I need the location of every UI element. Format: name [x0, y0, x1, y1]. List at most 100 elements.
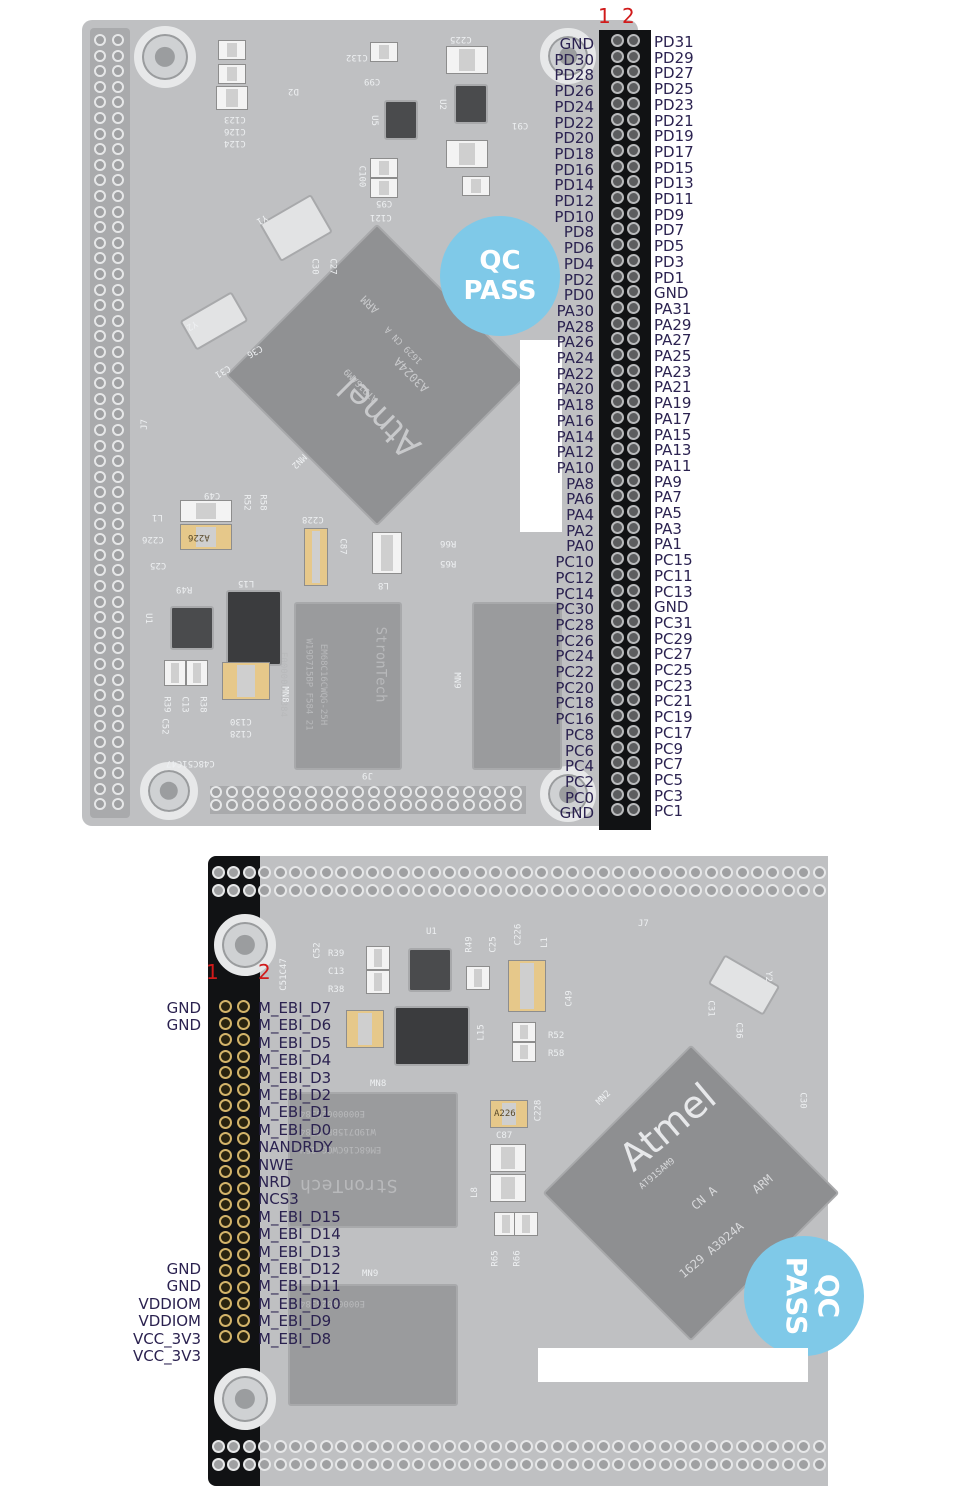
edge-pad: [227, 1440, 241, 1453]
edge-pad: [112, 580, 124, 592]
header-pin: [611, 143, 624, 157]
edge-pad: [766, 1440, 780, 1453]
header-pin: [237, 1247, 250, 1261]
edge-pad: [289, 884, 302, 897]
header-pin: [611, 222, 624, 236]
pin-label: PD22: [554, 113, 594, 132]
top-silk-u1: U1: [142, 613, 153, 624]
header-pin: [611, 316, 624, 330]
pin-label: PD13: [654, 174, 694, 193]
header-pin: [627, 709, 640, 723]
pin-label: M_EBI_D1: [258, 1103, 332, 1122]
edge-pad: [597, 1458, 610, 1471]
pin-label: PA4: [566, 506, 594, 524]
top-silk-c48: C48C51C47: [166, 758, 215, 768]
header-pin: [627, 442, 640, 456]
edge-pad: [112, 96, 124, 109]
pin-label: GND: [166, 999, 201, 1017]
pin-label: PA6: [566, 490, 594, 509]
edge-pad: [689, 866, 703, 879]
edge-pad: [415, 799, 428, 811]
edge-pad: [581, 1458, 595, 1471]
header-pin: [627, 112, 640, 126]
edge-pad: [812, 884, 826, 897]
bottom-silk-a226: A226: [494, 1109, 516, 1119]
edge-pad: [273, 1440, 287, 1453]
header-pin: [611, 724, 624, 738]
edge-pad: [396, 866, 410, 879]
pin-label: PC11: [654, 566, 693, 585]
pin-label: PD2: [563, 270, 594, 289]
header-pin: [627, 505, 640, 518]
header-pin: [219, 1198, 232, 1211]
top-j9-pads: [210, 786, 526, 814]
edge-pad: [210, 799, 222, 811]
edge-pad: [396, 1440, 410, 1453]
edge-pad: [412, 866, 426, 879]
header-pin: [219, 1231, 232, 1244]
pin-label: NCS3: [258, 1190, 299, 1209]
bottom-silk-r58: R58: [548, 1049, 565, 1059]
header-pin: [611, 740, 624, 754]
header-pin: [237, 1165, 250, 1178]
header-pin: [627, 410, 640, 424]
edge-pad: [443, 884, 456, 897]
edge-pad: [112, 268, 124, 280]
pin-label: M_EBI_D15: [258, 1207, 341, 1226]
edge-pad: [94, 143, 106, 156]
edge-pad: [112, 314, 124, 327]
edge-pad: [94, 455, 106, 468]
header-pin: [219, 1330, 232, 1343]
pin-label: M_EBI_D11: [258, 1277, 341, 1296]
pin-label: PD18: [554, 144, 594, 163]
top-silk-c132: C132: [346, 52, 368, 62]
edge-pad: [550, 1440, 564, 1453]
edge-pad: [94, 720, 106, 733]
edge-pad: [504, 866, 518, 879]
edge-pad: [735, 1458, 749, 1471]
edge-pad: [427, 1458, 441, 1471]
header-pin: [611, 567, 624, 581]
edge-pad: [566, 1440, 580, 1453]
edge-pad: [658, 884, 672, 897]
pin-label: VCC_3V3: [132, 1347, 201, 1365]
edge-pad: [112, 377, 124, 390]
header-pin: [627, 614, 640, 628]
edge-pad: [335, 1440, 349, 1453]
pin-label: PC4: [564, 757, 594, 776]
edge-pad: [289, 799, 301, 811]
edge-pad: [242, 1458, 256, 1471]
edge-pad: [627, 1440, 641, 1453]
pin-label: PA27: [654, 331, 692, 350]
edge-pad: [658, 1440, 672, 1453]
header-pin: [219, 1148, 232, 1162]
top-silk-r39: R39: [161, 696, 172, 713]
top-silk-c228: C228: [302, 514, 324, 524]
edge-pad: [504, 884, 518, 897]
edge-pad: [112, 642, 124, 655]
header-pin: [237, 1280, 250, 1294]
header-pin: [627, 316, 640, 330]
edge-pad: [94, 112, 106, 124]
pin-label: NRD: [258, 1173, 292, 1191]
header-pin: [611, 457, 624, 471]
header-pin: [627, 285, 640, 299]
pin-label: PD9: [654, 205, 685, 224]
bottom-silk-r49: R49: [464, 936, 475, 953]
header-pin: [611, 787, 624, 801]
edge-pad: [381, 1440, 395, 1453]
header-pin: [627, 787, 640, 801]
header-pin: [627, 552, 640, 566]
edge-pad: [581, 866, 595, 879]
header-pin: [611, 206, 624, 220]
bottom-regulator-u1: [408, 948, 452, 992]
edge-pad: [112, 704, 124, 717]
header-pin: [237, 1264, 250, 1277]
top-cap-13: [372, 532, 402, 574]
header-pin: [237, 1016, 250, 1030]
bottom-silk-l15: L15: [476, 1024, 487, 1041]
edge-pad: [94, 96, 106, 109]
edge-pad: [94, 548, 106, 561]
edge-pad: [415, 786, 428, 798]
pin-label: PC25: [654, 661, 693, 679]
